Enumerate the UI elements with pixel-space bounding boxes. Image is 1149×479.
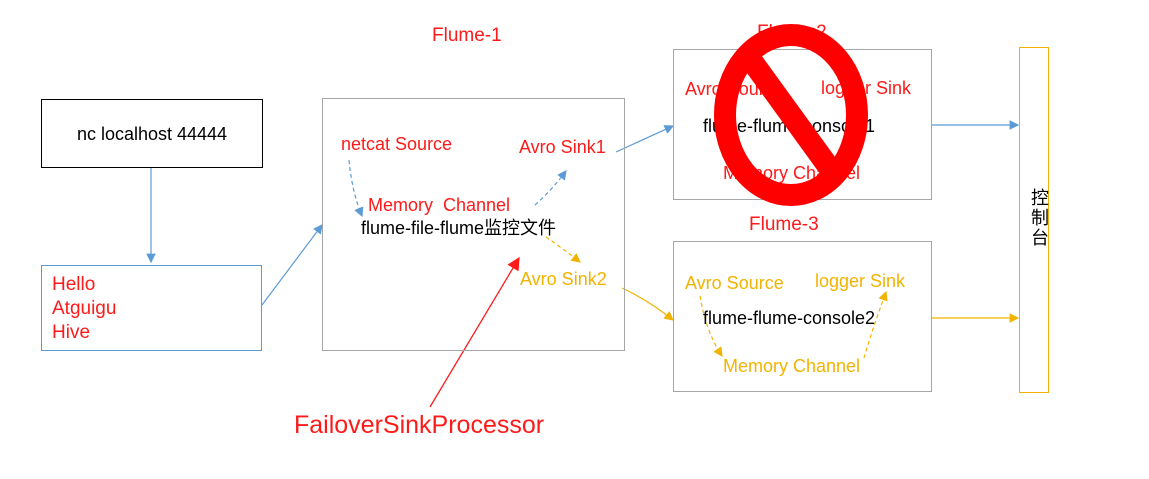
arrow-source-to-channel-f1 (348, 159, 364, 218)
arrow-source-to-channel-f3 (699, 295, 723, 357)
arrow-sink1-to-flume2 (615, 125, 675, 153)
flume1-channel-label: Memory Channel (368, 195, 511, 215)
input-line: Atguigu (52, 298, 117, 319)
flume3-box (673, 241, 932, 392)
input-line: Hive (52, 322, 91, 343)
arrow-processor-to-sinks (429, 256, 520, 408)
failover-processor-label: FailoverSinkProcessor (294, 411, 545, 439)
flume1-box (322, 98, 625, 351)
arrow-channel-to-sink-f3 (863, 290, 888, 359)
flume3-box-label: flume-flume-console2 (703, 308, 876, 328)
nc-command-label: nc localhost 44444 (76, 124, 228, 144)
input-data-box: Hello Atguigu Hive (41, 265, 262, 351)
flume3-sink-label: logger Sink (815, 271, 906, 291)
input-lines: Hello Atguigu Hive (52, 273, 116, 345)
arrow-input-to-flume1 (261, 224, 323, 306)
nc-command-box: nc localhost 44444 (41, 99, 263, 168)
console-box: 控制台 (1019, 47, 1049, 393)
flume3-title: Flume-3 (749, 214, 819, 235)
flume1-box-label: flume-file-flume监控文件 (361, 218, 557, 238)
flume3-channel-label: Memory Channel (723, 356, 861, 376)
flume1-title: Flume-1 (432, 25, 502, 46)
console-label: 控制台 (1028, 188, 1049, 248)
arrow-channel-to-sink1 (534, 170, 567, 206)
input-line: Hello (52, 274, 96, 295)
flume3-source-label: Avro Source (685, 273, 784, 293)
prohibited-icon (714, 24, 868, 206)
flume1-source-label: netcat Source (341, 134, 453, 154)
arrow-channel-to-sink2 (545, 236, 581, 263)
flume1-sink1-label: Avro Sink1 (519, 137, 606, 157)
arrow-sink2-to-flume3 (621, 287, 674, 321)
flume1-sink2-label: Avro Sink2 (520, 269, 607, 289)
